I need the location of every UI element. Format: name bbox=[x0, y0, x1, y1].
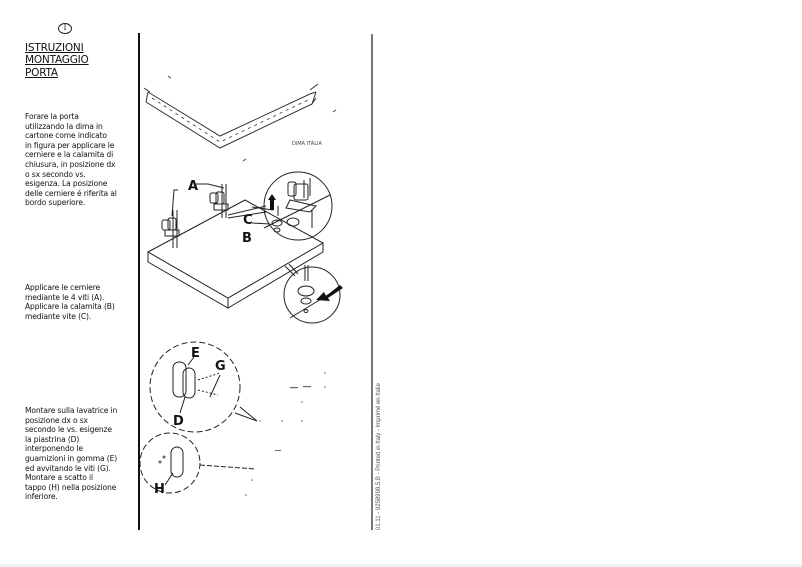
up-arrow-icon bbox=[268, 194, 276, 210]
instruction-mounting: Montare sulla lavatrice in posizione dx … bbox=[25, 406, 137, 502]
template-figure: DIMA ITALIA bbox=[143, 75, 337, 162]
door-hinges-figure: A B C bbox=[146, 171, 343, 324]
machine-mounting-figure: E G D H bbox=[140, 341, 326, 497]
label-a: A bbox=[188, 179, 198, 194]
text-line: inferiore. bbox=[25, 492, 58, 502]
label-e: E bbox=[191, 346, 200, 361]
text-line: esigenza. La posizione bbox=[25, 179, 108, 189]
text-line: bordo superiore. bbox=[25, 198, 86, 208]
label-c: C bbox=[243, 213, 253, 228]
text-line: cartone come indicato bbox=[25, 131, 107, 141]
title-line: ISTRUZIONI bbox=[25, 42, 84, 54]
text-line: o sx secondo vs. bbox=[25, 169, 86, 179]
text-line: guarnizioni in gomma (E) bbox=[25, 453, 118, 463]
label-h: H bbox=[154, 482, 165, 497]
label-b: B bbox=[242, 231, 252, 246]
label-d: D bbox=[173, 414, 184, 429]
text-line: secondo le vs. esigenze bbox=[25, 425, 112, 435]
text-line: Montare a scatto il bbox=[25, 473, 93, 483]
text-line: Applicare le cerniere bbox=[25, 283, 101, 292]
template-label: DIMA ITALIA bbox=[292, 141, 322, 147]
page-bottom-edge bbox=[0, 564, 802, 567]
text-line: in figura per applicare le bbox=[25, 140, 115, 150]
page-title: ISTRUZIONI MONTAGGIO PORTA bbox=[25, 42, 89, 79]
text-line: posizione dx o sx bbox=[25, 415, 88, 425]
text-line: tappo (H) nella posizione bbox=[25, 482, 117, 492]
page-edge-divider bbox=[371, 34, 373, 530]
title-line: MONTAGGIO bbox=[25, 54, 89, 67]
text-line: mediante le 4 viti (A). bbox=[25, 292, 105, 302]
text-line: utilizzando la dima in bbox=[25, 121, 103, 131]
text-line: delle cerniere é riferita al bbox=[25, 188, 117, 198]
title-line: PORTA bbox=[25, 66, 58, 79]
column-divider bbox=[138, 33, 140, 530]
label-g: G bbox=[215, 359, 226, 374]
text-line: interponendo le bbox=[25, 444, 83, 454]
print-code: 01.11 - 9258998.5.B - Printed in Italy -… bbox=[376, 383, 382, 530]
text-line: ed avvitando le viti (G). bbox=[25, 463, 111, 473]
text-line: la piastrina (D) bbox=[25, 434, 80, 444]
text-line: Montare sulla lavatrice in bbox=[25, 406, 118, 415]
language-badge: I bbox=[58, 23, 72, 34]
text-line: Forare la porta bbox=[25, 112, 79, 121]
text-line: mediante vite (C). bbox=[25, 311, 92, 321]
instruction-drilling: Forare la porta utilizzando la dima in c… bbox=[25, 112, 137, 208]
text-line: chiusura, in posizione dx bbox=[25, 159, 116, 169]
text-line: cerniere e la calamita di bbox=[25, 150, 114, 160]
instruction-hinges: Applicare le cerniere mediante le 4 viti… bbox=[25, 283, 137, 321]
arrow-left-down-icon bbox=[316, 285, 343, 301]
text-line: Applicare la calamita (B) bbox=[25, 302, 115, 312]
